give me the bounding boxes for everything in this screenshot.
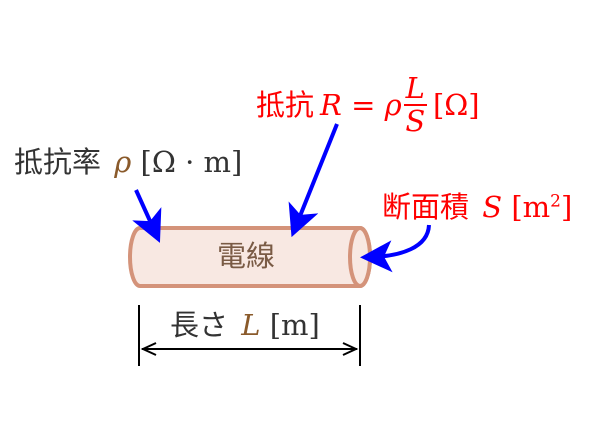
cross-section-symbol: S bbox=[482, 190, 503, 224]
resistivity-arrow bbox=[132, 189, 162, 243]
cross-section-jp: 断面積 bbox=[382, 190, 470, 224]
resistance-jp: 抵抗 bbox=[256, 87, 315, 122]
cross-section-unit-open: [m bbox=[511, 190, 551, 224]
cross-section-unit-exponent: 2 bbox=[550, 191, 561, 212]
fraction-denominator: S bbox=[405, 104, 426, 138]
resistance-unit: [Ω] bbox=[432, 87, 480, 122]
fraction-numerator: L bbox=[403, 71, 427, 106]
resistivity-jp: 抵抗率 bbox=[14, 145, 102, 179]
resistivity-symbol: ρ bbox=[114, 145, 132, 179]
resistance-label: 抵抗 R = ρ L S [Ω] bbox=[256, 74, 480, 136]
cross-section-unit-close: ] bbox=[560, 190, 573, 224]
wire-cylinder bbox=[128, 226, 372, 288]
length-label: 長さ L [m] bbox=[170, 311, 320, 340]
cross-section-arrow bbox=[360, 224, 431, 273]
resistance-equals: = bbox=[341, 87, 385, 122]
wire-label: 電線 bbox=[217, 239, 276, 273]
resistivity-label: 抵抗率 ρ [Ω · m] bbox=[14, 148, 242, 177]
length-symbol: L bbox=[241, 308, 261, 342]
resistance-fraction: L S bbox=[403, 71, 427, 138]
length-jp: 長さ bbox=[170, 308, 229, 342]
length-unit: [m] bbox=[269, 308, 320, 342]
cross-section-label: 断面積 S [m2] bbox=[382, 193, 572, 222]
resistivity-unit: [Ω · m] bbox=[140, 145, 243, 179]
resistance-arrow bbox=[288, 123, 339, 238]
resistance-symbol: R bbox=[320, 87, 342, 122]
length-double-arrow bbox=[140, 342, 359, 356]
resistance-rho: ρ bbox=[384, 87, 402, 122]
